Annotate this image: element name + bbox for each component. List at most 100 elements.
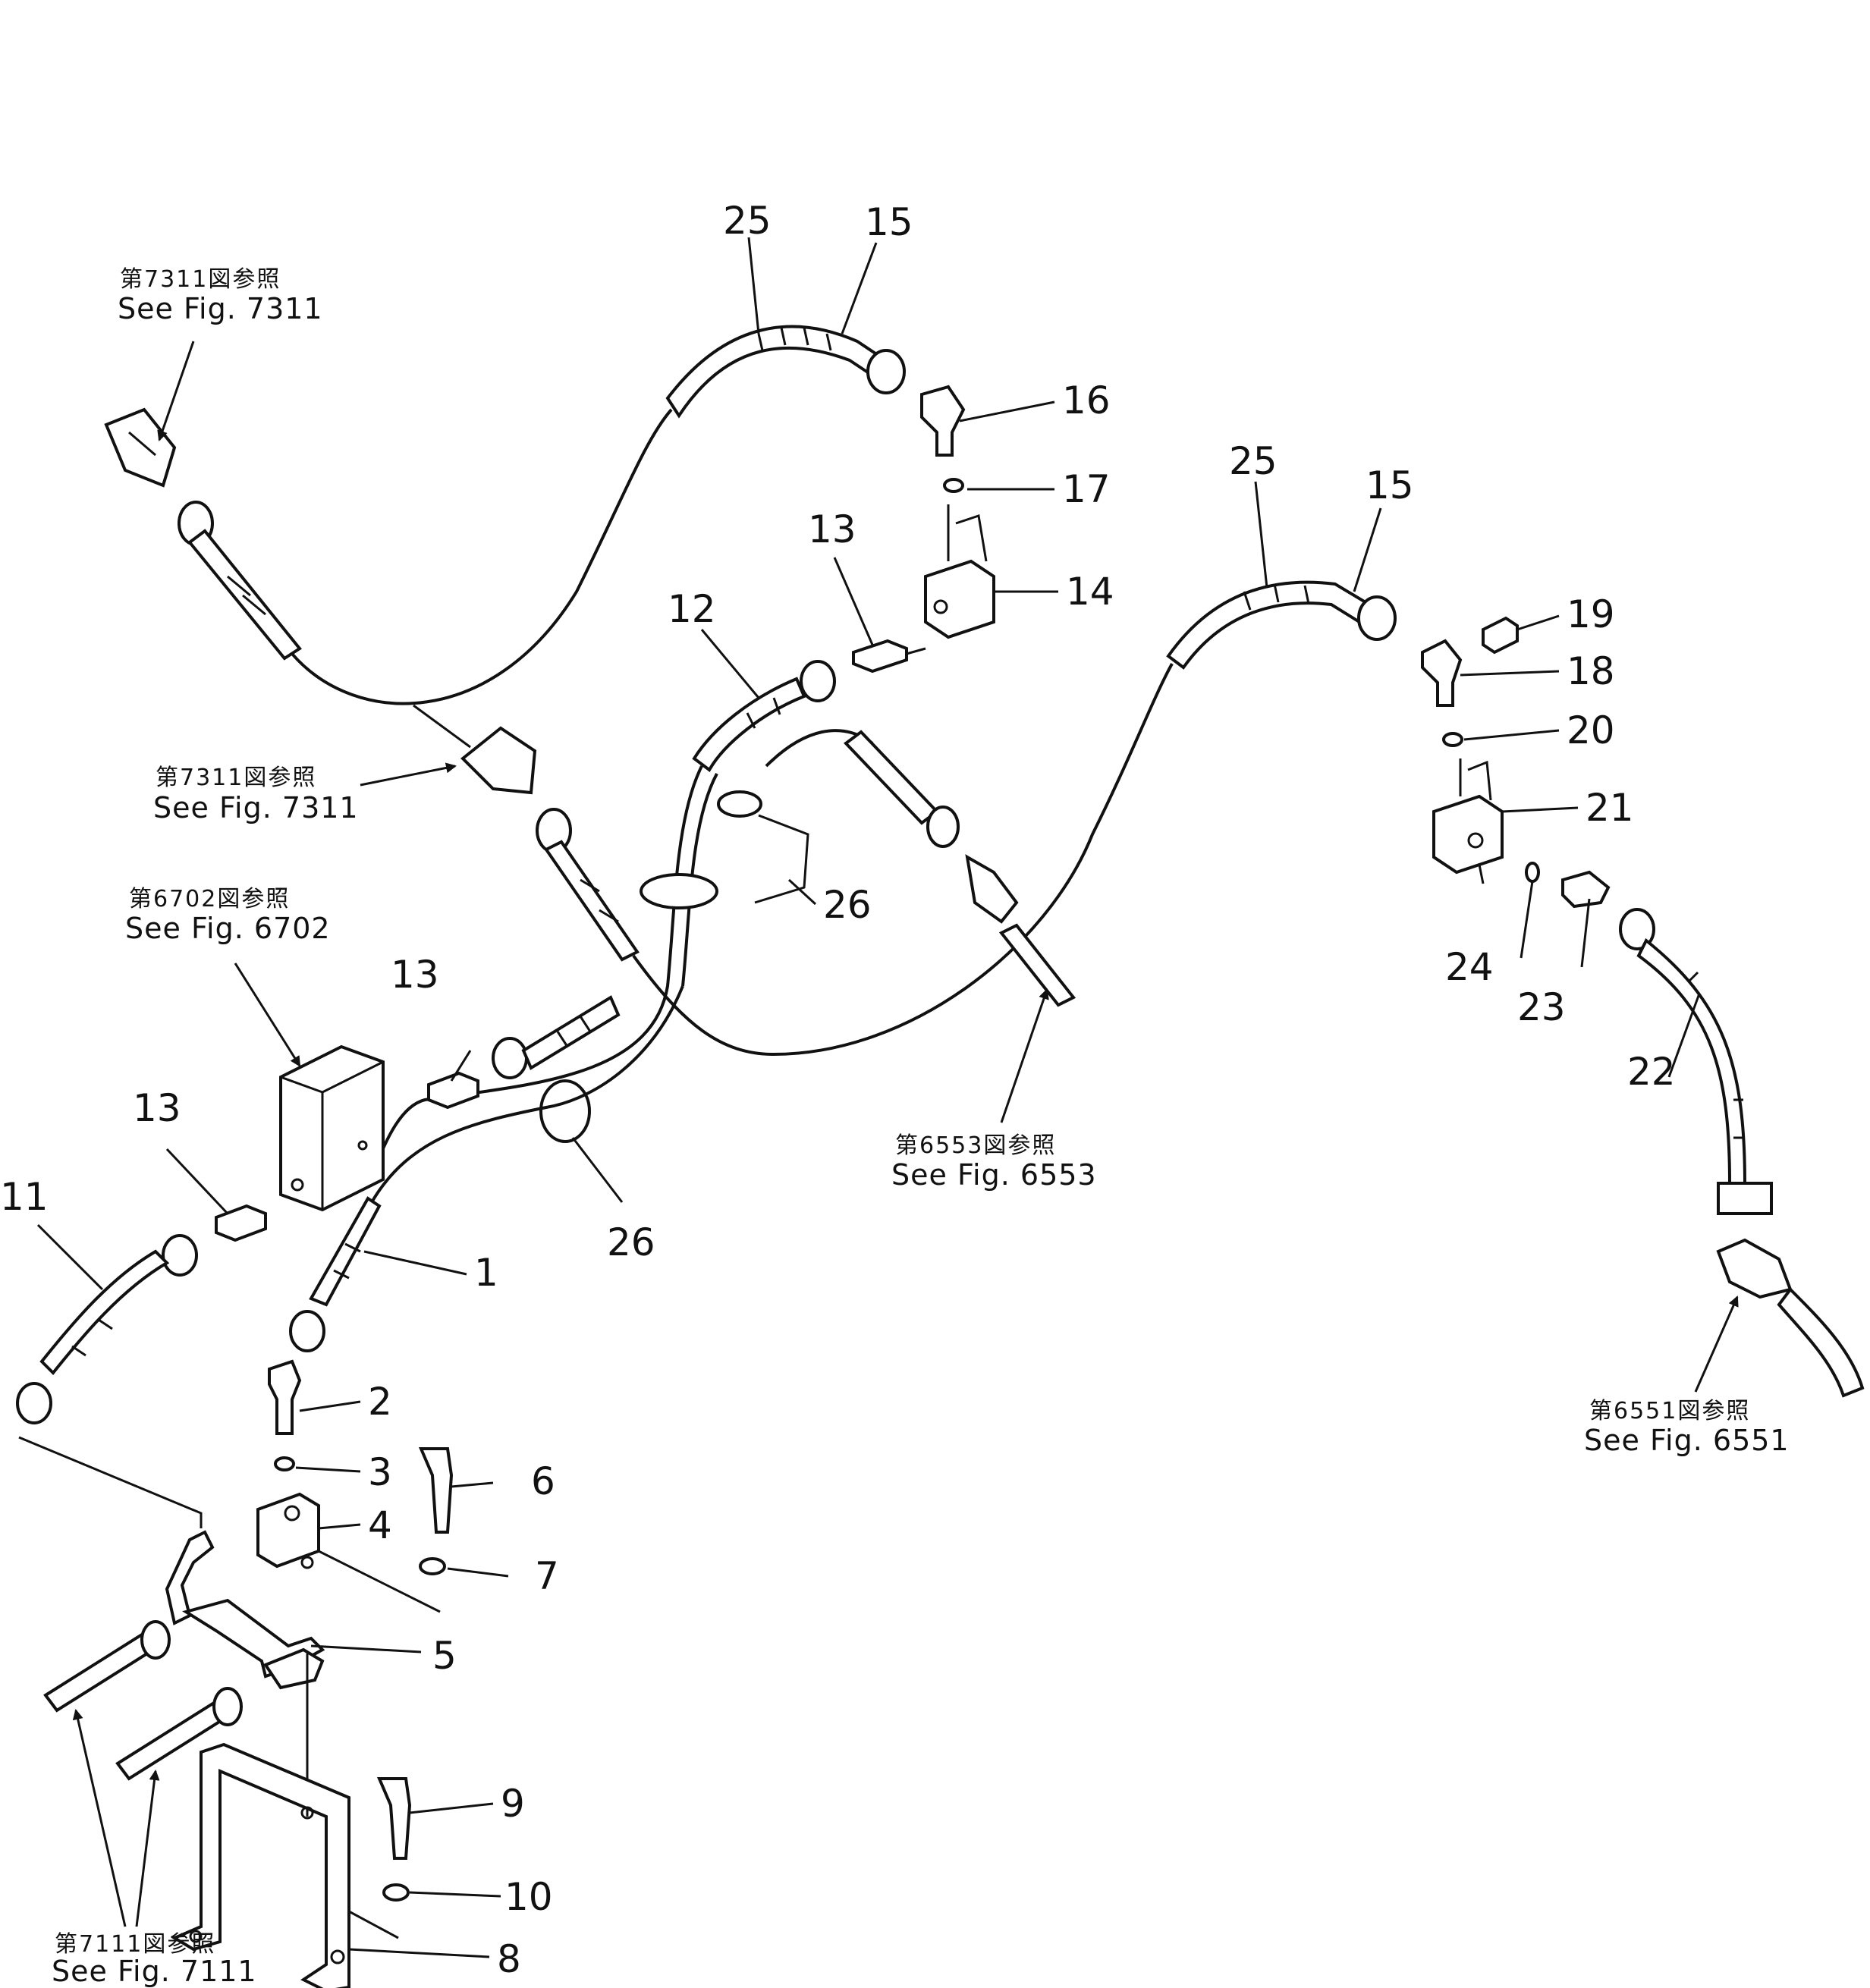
callout-18: 18 [1567,649,1615,693]
elbow-2 [268,1359,302,1435]
callout-20: 20 [1567,708,1615,752]
callout-14: 14 [1066,570,1114,614]
hose-6553-nut [926,806,960,848]
hose-11 [39,1249,170,1375]
connector-7311-upper [104,407,177,488]
callout-25-upper: 25 [723,199,772,243]
ref-7111-en: See Fig. 7111 [52,1955,257,1988]
hose-assembly-upper-left [104,325,906,705]
callout-7: 7 [535,1554,559,1598]
callout-2: 2 [368,1380,392,1424]
ref-6702-en: See Fig. 6702 [125,912,331,945]
leader-lines [36,237,1701,1958]
ref-7311-lower-en: See Fig. 7311 [153,791,359,824]
callout-13-upper: 13 [808,507,856,551]
elbow-18 [1421,639,1463,707]
washer-10 [382,1883,410,1902]
adapter-13-upper [852,639,908,674]
hose-25-15-upper [665,325,882,419]
callout-21: 21 [1586,786,1634,830]
callout-6: 6 [531,1459,555,1503]
hose-right-nut [1357,595,1397,641]
callout-25-right: 25 [1229,439,1278,483]
callout-4: 4 [368,1503,392,1547]
callout-13-lower: 13 [133,1086,181,1130]
callout-24: 24 [1445,945,1494,989]
hose-11-end-nut [16,1382,52,1424]
callout-17: 17 [1062,467,1111,511]
adapter-23 [1561,870,1611,909]
adapter-13-middle [427,1071,479,1110]
hose-nut-13 [492,1037,528,1079]
reference-arrows [72,341,1739,1927]
callout-15-right: 15 [1366,463,1414,507]
bracket-8 [171,1742,350,1988]
hose-assembly-middle [413,580,1397,1057]
callout-13-middle: 13 [391,953,439,997]
callout-1: 1 [474,1251,498,1295]
ref-6553-jp: 第6553図参照 [895,1132,1056,1159]
hose-6553 [765,729,1076,1007]
ref-6551-jp: 第6551図参照 [1589,1398,1750,1424]
callout-9: 9 [501,1782,525,1826]
block-6702 [279,1044,385,1212]
block-assembly-14 [852,385,995,674]
block-assembly-21 [1421,616,1865,1398]
clamp-26b [717,790,762,818]
elbow-16 [920,385,966,457]
ref-6702-jp: 第6702図参照 [129,886,290,912]
hose-12-assembly [366,660,836,1184]
callout-5: 5 [432,1634,457,1678]
pipe-5-bend [165,1530,215,1625]
hose-11-nut [162,1234,198,1277]
callout-3: 3 [368,1450,392,1494]
connector-7311-lower [460,726,537,795]
callout-26-upper: 26 [823,883,872,927]
hose-assembly-lower-left [16,985,684,1528]
hose-1-nut [289,1310,325,1352]
callout-22: 22 [1627,1050,1676,1094]
bracket-assembly [43,1359,454,1988]
callout-11: 11 [0,1175,49,1219]
washer-7 [419,1557,446,1575]
adapter-13-lower [215,1204,267,1242]
ref-7311-lower-jp: 第7311図参照 [156,765,316,791]
ref-7311-upper-jp: 第7311図参照 [120,266,281,293]
hose-6553-segment [844,730,939,825]
ref-7311-upper-en: See Fig. 7311 [118,292,323,325]
ref-6551-en: See Fig. 6551 [1584,1424,1790,1457]
hose-6553-end [998,923,1076,1007]
o-ring-24 [1525,862,1540,883]
hose-6551 [1777,1286,1865,1398]
hose-middle-straight [544,840,640,962]
callout-8: 8 [497,1937,521,1981]
clamp-26c [539,1079,591,1143]
hose-12-nut [800,660,836,702]
o-ring-20 [1442,732,1463,747]
callout-19: 19 [1567,592,1615,636]
o-ring-17 [943,478,964,493]
bolt-6 [418,1447,454,1534]
valve-block-6702 [279,1044,385,1212]
ref-6553-en: See Fig. 6553 [891,1158,1097,1192]
connector-6551 [1716,1238,1793,1299]
callout-16: 16 [1062,378,1111,422]
hose-22-end-nut [1717,1182,1773,1215]
hose-end-nut [866,349,906,394]
bolt-9 [376,1777,412,1860]
callout-15-upper: 15 [865,200,913,244]
callout-labels: 1 2 3 4 5 6 7 8 9 10 11 12 13 13 13 14 1… [0,199,1676,1981]
block-21 [1432,794,1504,875]
hose-1 [309,1196,382,1307]
callout-12: 12 [668,587,716,631]
hose-25-15-right [1166,580,1375,670]
callout-10: 10 [504,1875,553,1919]
hose-line [291,408,673,705]
connector-6553 [965,854,1019,924]
block-4 [256,1492,320,1569]
ref-7111-jp: 第7111図参照 [55,1931,215,1958]
block-14 [924,559,995,639]
plug-19 [1482,616,1519,655]
o-ring-3 [274,1456,295,1471]
